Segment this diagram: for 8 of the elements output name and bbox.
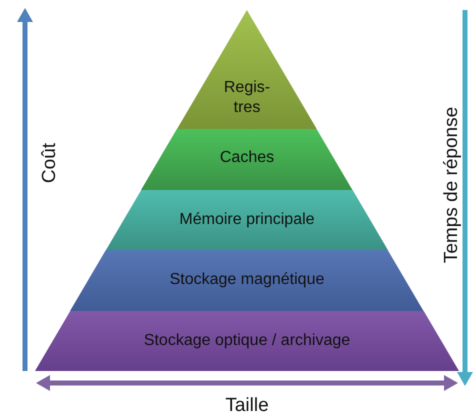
axis-label: Temps de réponse [441,106,463,264]
layer-label: Mémoire principale [178,210,316,230]
layer-label: Regis- tres [222,78,272,118]
axis-label: Taille [225,395,269,417]
layer-label: Stockage magnétique [168,270,326,290]
layer-label: Caches [218,148,276,168]
axis-label: Coût [39,142,61,184]
layer-label: Stockage optique / archivage [142,331,352,351]
